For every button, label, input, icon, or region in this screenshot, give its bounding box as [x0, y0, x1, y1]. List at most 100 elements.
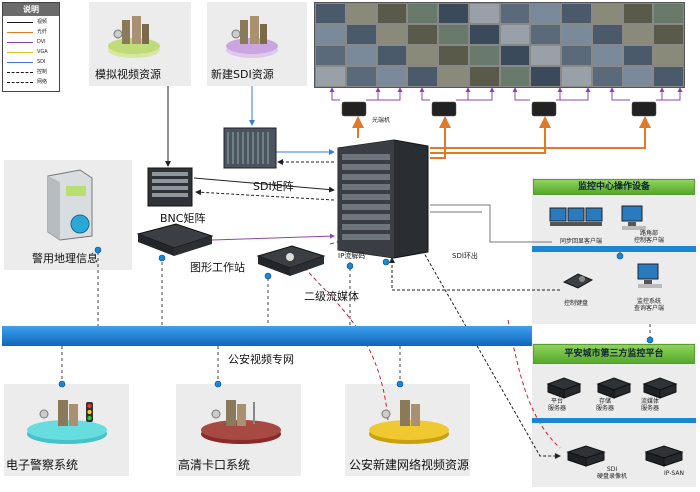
bnc-matrix-label: BNC矩阵 — [160, 212, 206, 225]
video-wall-tile — [468, 45, 500, 66]
video-wall-tile — [591, 45, 623, 66]
video-wall-tile — [530, 66, 561, 87]
media-server-label: 流媒体 服务器 — [641, 398, 660, 412]
legend-item: DVI — [7, 38, 57, 46]
video-wall-tile — [376, 3, 408, 24]
ip-decoder-label: IP流解码 — [338, 252, 366, 260]
control-center-net-bar — [532, 246, 696, 252]
gis-label: 警用地理信息 — [32, 252, 98, 265]
hd-checkpoint-label: 高清卡口系统 — [178, 458, 251, 472]
ops-control-label: 路角部 控制客户端 — [634, 230, 665, 244]
video-wall-tile — [530, 3, 561, 24]
sdi-loop-label: SDI环出 — [452, 252, 478, 260]
video-wall-tile — [315, 24, 346, 45]
video-wall-tile — [315, 66, 346, 87]
platform-server-label: 平台 服务器 — [548, 398, 567, 412]
secondary-media-label: 二级流媒体 — [304, 290, 359, 303]
video-wall-tile — [499, 45, 531, 66]
video-wall-tile — [468, 24, 500, 45]
sdi-matrix-icon — [223, 127, 277, 169]
video-wall-tile — [345, 24, 377, 45]
monitor-icon — [549, 207, 603, 226]
legend-item: 视频 — [7, 18, 57, 26]
legend-item: 控制 — [7, 68, 57, 76]
video-wall — [314, 2, 685, 88]
video-wall-tile — [345, 45, 377, 66]
video-wall-tile — [622, 24, 654, 45]
third-party-title: 平安城市第三方监控平台 — [533, 344, 695, 364]
sdi-recorder-label: SDI 硬盘录像机 — [597, 466, 628, 480]
legend-title: 说明 — [3, 3, 59, 16]
sdi-matrix-label: SDI矩阵 — [253, 180, 294, 193]
new-net-source-label: 公安新建网络视频资源 — [349, 458, 470, 472]
sdi-source-label: 新建SDI资源 — [211, 68, 274, 81]
video-wall-tile — [407, 3, 438, 24]
video-wall-tile — [653, 24, 684, 45]
video-wall-tile — [561, 66, 592, 87]
main-switch-cabinet — [337, 139, 429, 259]
video-wall-tile — [591, 3, 623, 24]
video-wall-tile — [345, 66, 377, 87]
video-wall-tile — [468, 66, 500, 87]
video-wall-tile — [622, 45, 654, 66]
keyboard-icon — [562, 273, 594, 289]
e-police-icon — [27, 400, 107, 444]
hd-checkpoint-icon — [201, 400, 281, 444]
police-network-bar — [2, 326, 532, 346]
storage-server-label: 存储 服务器 — [596, 398, 615, 412]
police-net-label: 公安视频专网 — [228, 353, 294, 366]
legend-item: 网络 — [7, 78, 57, 86]
video-wall-tile — [376, 66, 408, 87]
video-wall-tile — [653, 45, 684, 66]
optical-end-label: 光端机 — [372, 117, 391, 124]
video-wall-tile — [499, 3, 531, 24]
analog-source-label: 模拟视频资源 — [95, 68, 161, 81]
video-wall-tile — [315, 45, 346, 66]
query-client-label: 监控系统 查询客户端 — [634, 298, 665, 312]
video-wall-tile — [438, 24, 469, 45]
video-wall-tile — [530, 45, 561, 66]
video-wall-tile — [407, 45, 438, 66]
video-wall-tile — [438, 45, 469, 66]
video-wall-tile — [499, 24, 531, 45]
video-wall-tile — [438, 3, 469, 24]
video-wall-tile — [622, 66, 654, 87]
database-icon — [226, 16, 278, 58]
ip-san-label: IP-SAN — [664, 470, 684, 477]
video-wall-tile — [561, 24, 592, 45]
graphics-workstation-icon — [136, 223, 214, 256]
third-party-net-bar — [532, 418, 696, 423]
graphics-ws-label: 图形工作站 — [190, 261, 245, 274]
e-police-label: 电子警察系统 — [6, 458, 79, 472]
video-wall-tile — [499, 66, 531, 87]
video-wall-tile — [315, 3, 346, 24]
video-wall-tile — [407, 24, 438, 45]
legend-item: VGA — [7, 48, 57, 56]
video-wall-tile — [591, 24, 623, 45]
server-icon — [47, 169, 93, 241]
video-wall-tile — [653, 66, 684, 87]
video-wall-tile — [438, 66, 469, 87]
video-wall-tile — [468, 3, 500, 24]
media-server-icon — [256, 245, 326, 276]
control-center-title: 监控中心操作设备 — [533, 179, 695, 195]
monitor-icon — [637, 263, 662, 288]
video-wall-tile — [407, 66, 438, 87]
video-wall-tile — [653, 3, 684, 24]
legend: 说明 视频 光纤 DVI VGA SDI 控制 网络 — [2, 2, 60, 92]
video-wall-tile — [561, 45, 592, 66]
video-wall-tile — [561, 3, 592, 24]
bnc-matrix-icon — [147, 167, 193, 207]
video-wall-tile — [376, 24, 408, 45]
monitor-icon — [621, 205, 646, 230]
database-icon — [108, 16, 160, 58]
keyboard-label: 控制键盘 — [564, 300, 589, 307]
video-wall-tile — [591, 66, 623, 87]
new-net-source-icon — [369, 400, 449, 444]
video-wall-tile — [622, 3, 654, 24]
video-wall-tile — [376, 45, 408, 66]
legend-item: 光纤 — [7, 28, 57, 36]
